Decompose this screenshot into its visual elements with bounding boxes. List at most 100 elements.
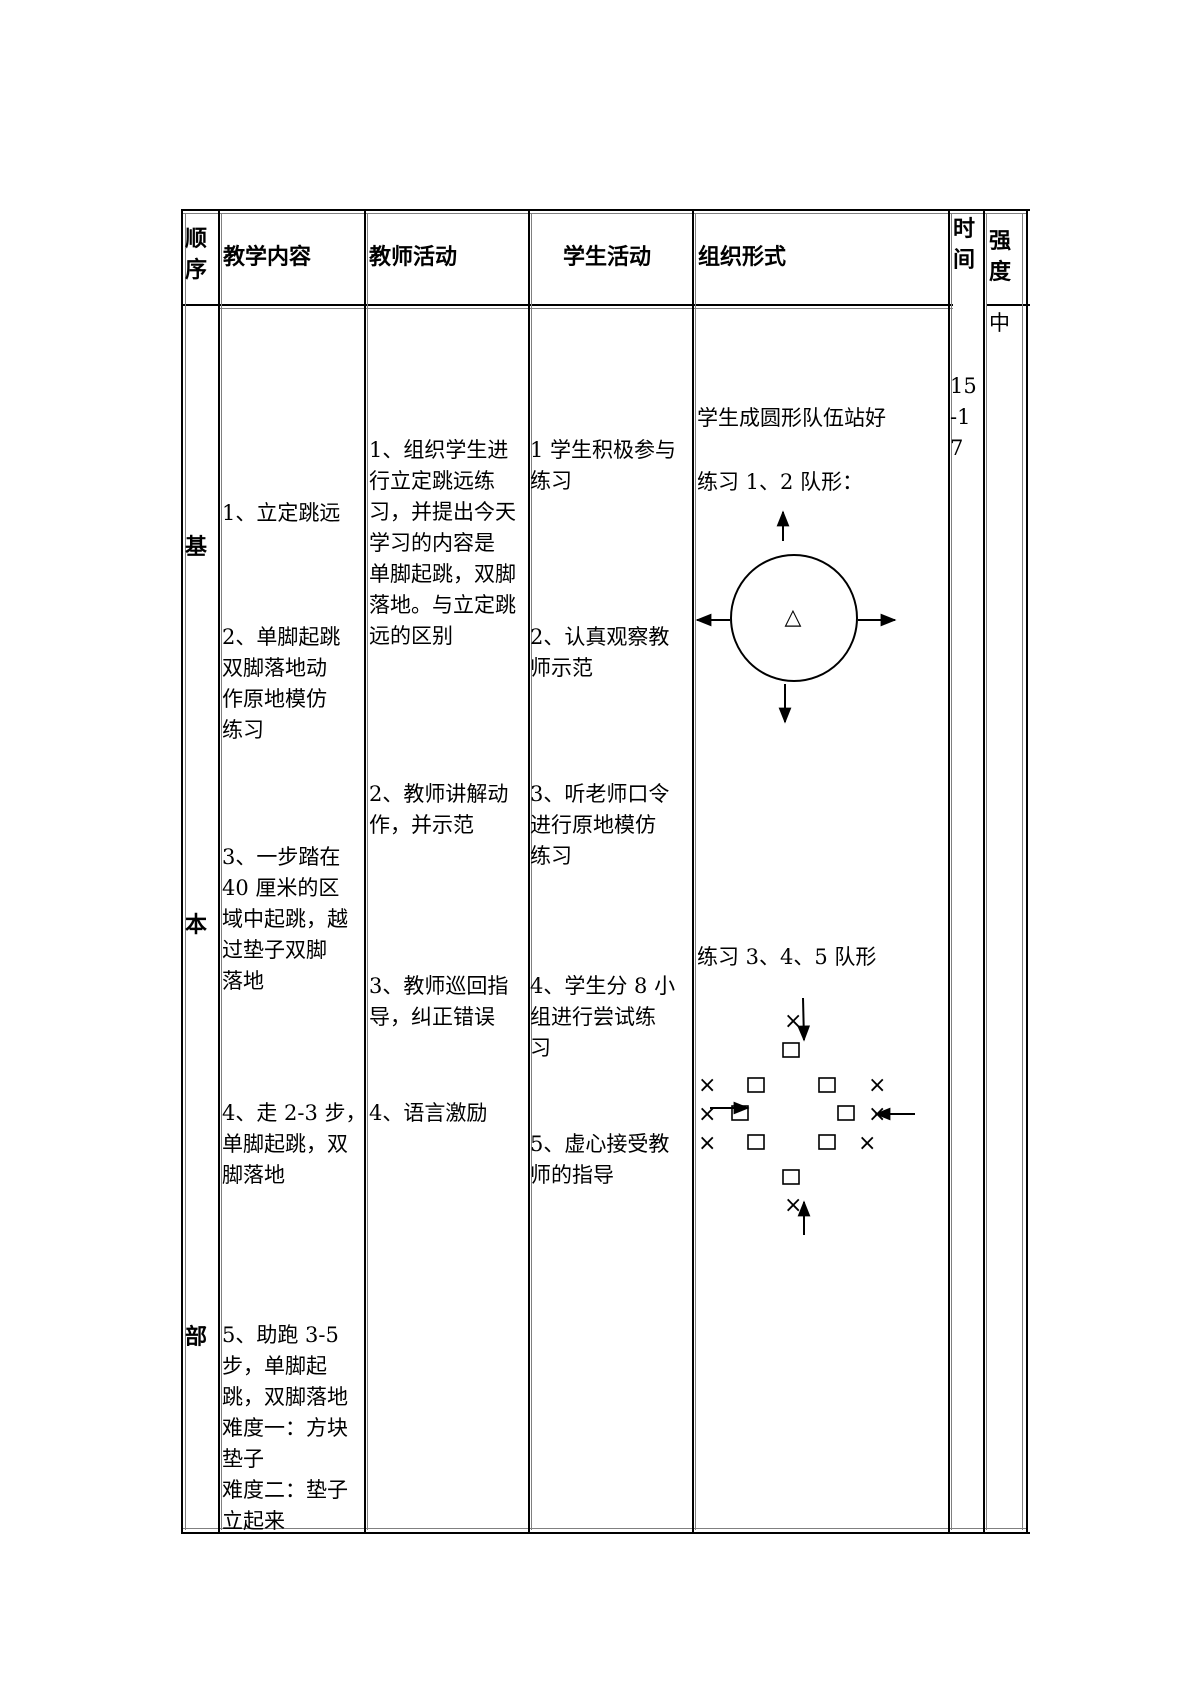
mat-square [837, 1105, 855, 1121]
mat-formation-diagram: × × × × × × × × [698, 997, 915, 1235]
teacher-item-1-line: 学习的内容是 [369, 531, 495, 555]
col-divider-5-inner [951, 213, 952, 1530]
content-item-5-line: 难度二：垫子 [222, 1478, 348, 1502]
content-item-3-line: 域中起跳，越 [222, 907, 348, 931]
teacher-item-1-line: 习，并提出今天 [369, 500, 516, 524]
content-item-5-line: 跳，双脚落地 [222, 1385, 348, 1409]
teacher-item-2-line: 2、教师讲解动 [369, 782, 509, 806]
header-intensity-char-2: 度 [989, 259, 1012, 285]
col-divider-1 [218, 211, 220, 1532]
header-divider-inner [218, 308, 953, 309]
arrow-down [797, 997, 811, 1042]
teacher-item-4-line: 4、语言激励 [369, 1101, 488, 1125]
header-student: 学生活动 [563, 244, 652, 270]
table-border-bottom [181, 1532, 1030, 1534]
student-item-3-line: 3、听老师口令 [530, 782, 670, 806]
org-line-1: 学生成圆形队伍站好 [697, 406, 886, 430]
student-x-symbol: × [784, 1193, 802, 1218]
content-item-5-line: 难度一：方块 [222, 1416, 348, 1440]
student-item-4-line: 组进行尝试练 [530, 1005, 656, 1029]
content-item-2-line: 2、单脚起跳 [222, 625, 341, 649]
header-order-char-1: 顺 [185, 226, 208, 252]
teacher-item-1-line: 单脚起跳，双脚 [369, 562, 516, 586]
section-char-3: 部 [185, 1324, 208, 1350]
header-order-char-2: 序 [185, 257, 208, 283]
content-item-4-line: 4、走 2-3 步， [222, 1101, 367, 1125]
table-border-right-inner [1022, 213, 1023, 1530]
header-divider [181, 304, 953, 306]
mat-square [782, 1042, 800, 1058]
table-border-top [181, 209, 1030, 211]
student-x-symbol: × [698, 1073, 716, 1098]
content-item-5-line: 垫子 [222, 1447, 264, 1471]
table-border-right [1026, 209, 1028, 1534]
header-time-char-2: 间 [953, 247, 976, 273]
student-item-4-line: 4、学生分 8 小 [530, 974, 676, 998]
col-divider-3-inner [531, 213, 532, 1530]
teacher-triangle-symbol: △ [785, 605, 802, 630]
table-border-top-inner [183, 213, 1028, 214]
teacher-item-3-line: 3、教师巡回指 [369, 974, 509, 998]
content-item-5-line: 5、助跑 3-5 [222, 1323, 339, 1347]
teacher-item-1-line: 1、组织学生进 [369, 438, 509, 462]
header-teacher: 教师活动 [369, 244, 458, 270]
content-item-5-line: 立起来 [222, 1509, 285, 1533]
mat-square [747, 1077, 765, 1093]
section-char-1: 基 [185, 534, 208, 560]
content-item-2-line: 作原地模仿 [222, 687, 327, 711]
time-line-2: -1 [950, 405, 971, 429]
content-item-3-line: 过垫子双脚 [222, 938, 327, 962]
col-divider-6-inner [986, 213, 987, 1530]
intensity-value: 中 [989, 311, 1010, 335]
header-time-char-1: 时 [953, 216, 976, 242]
header-intensity-char-1: 强 [989, 228, 1012, 254]
content-item-3-line: 40 厘米的区 [222, 876, 340, 900]
col-divider-2 [364, 211, 366, 1532]
student-item-3-line: 练习 [530, 844, 572, 868]
table-border-left [181, 209, 183, 1534]
content-item-5-line: 步，单脚起 [222, 1354, 327, 1378]
formation-circle [730, 554, 858, 682]
mat-square [782, 1169, 800, 1185]
teacher-item-1-line: 落地。与立定跳 [369, 593, 516, 617]
col-divider-5 [948, 211, 950, 1532]
mat-square [818, 1134, 836, 1150]
teacher-item-2-line: 作，并示范 [369, 813, 474, 837]
time-line-3: 7 [950, 436, 964, 460]
student-x-symbol: × [858, 1131, 876, 1156]
col-divider-4 [692, 211, 694, 1532]
teacher-item-3-line: 导，纠正错误 [369, 1005, 495, 1029]
student-item-1-line: 练习 [530, 469, 572, 493]
student-item-2-line: 师示范 [530, 656, 593, 680]
circle-formation-diagram: △ [695, 510, 897, 724]
student-item-5-line: 5、虚心接受教 [530, 1132, 670, 1156]
header-divider-intensity [986, 304, 1030, 306]
student-item-1-line: 1 学生积极参与 [530, 438, 677, 462]
col-divider-6 [983, 211, 985, 1532]
time-line-1: 15 [950, 374, 977, 398]
content-item-4-line: 单脚起跳，双 [222, 1132, 348, 1156]
teacher-item-1-line: 行立定跳远练 [369, 469, 495, 493]
student-item-5-line: 师的指导 [530, 1163, 614, 1187]
content-item-1-line: 1、立定跳远 [222, 501, 341, 525]
student-item-3-line: 进行原地模仿 [530, 813, 656, 837]
student-x-symbol: × [868, 1073, 886, 1098]
teacher-item-1-line: 远的区别 [369, 624, 453, 648]
student-x-symbol: × [698, 1102, 716, 1127]
section-char-2: 本 [185, 912, 208, 938]
org-line-3: 练习 3、4、5 队形 [697, 945, 877, 969]
header-content: 教学内容 [223, 244, 312, 270]
col-divider-4-inner [695, 213, 696, 1530]
col-divider-1-inner [221, 213, 222, 1530]
table-border-bottom-inner [183, 1528, 1028, 1529]
student-x-symbol: × [698, 1131, 716, 1156]
mat-square [747, 1134, 765, 1150]
content-item-3-line: 3、一步踏在 [222, 845, 341, 869]
content-item-3-line: 落地 [222, 969, 264, 993]
table-border-left-inner [185, 213, 186, 1530]
org-line-2: 练习 1、2 队形： [697, 470, 864, 494]
content-item-2-line: 双脚落地动 [222, 656, 327, 680]
col-divider-2-inner [367, 213, 368, 1530]
header-organization: 组织形式 [698, 244, 787, 270]
